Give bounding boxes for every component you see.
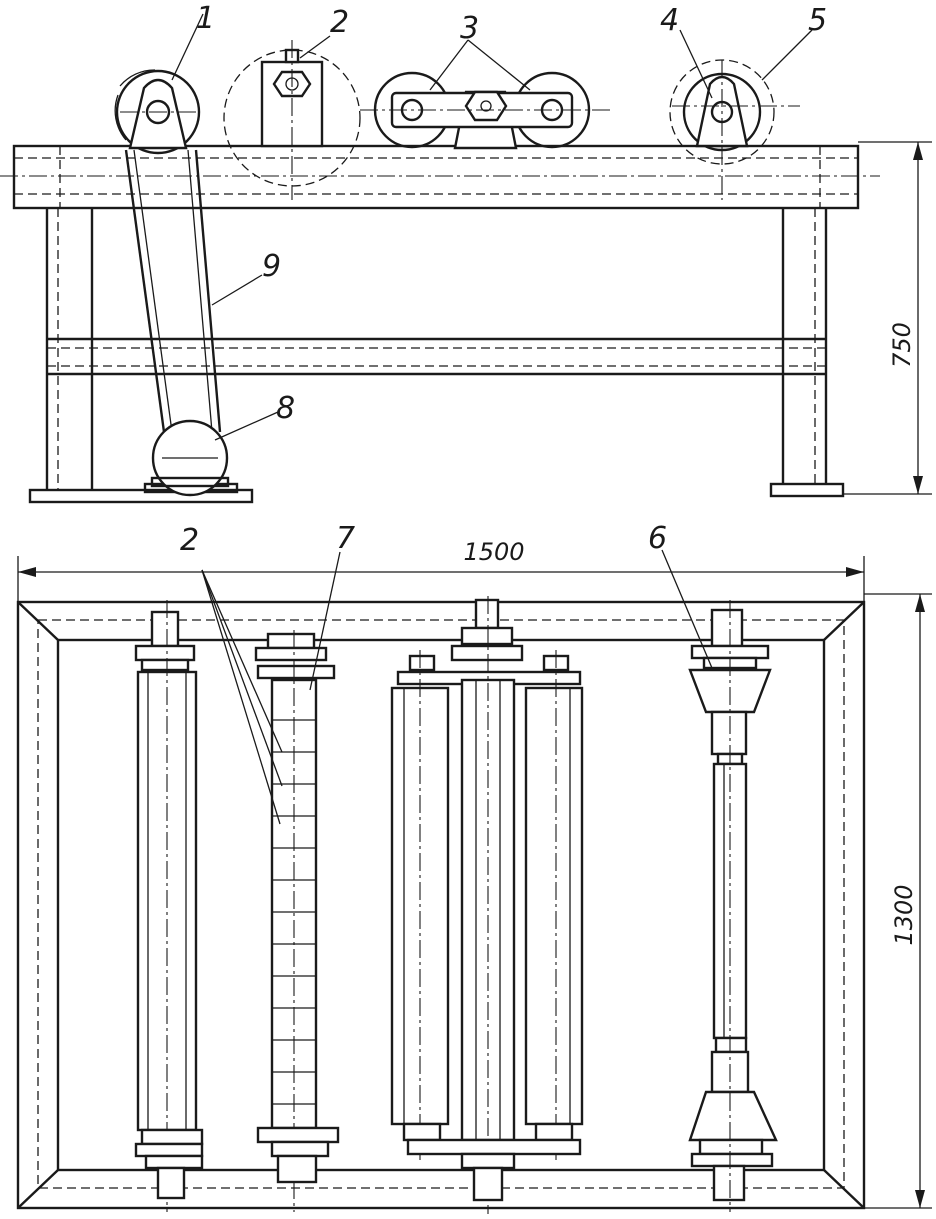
roller-6-plan bbox=[688, 600, 778, 1212]
dimension-width bbox=[17, 556, 865, 602]
label-part-2: 2 bbox=[330, 5, 349, 40]
rollers-3-plan bbox=[390, 596, 584, 1214]
roller-1-plan bbox=[134, 600, 204, 1212]
dimension-height bbox=[843, 141, 932, 495]
dimension-depth-label: 1300 bbox=[890, 884, 918, 945]
label-part-2-plan: 2 bbox=[180, 523, 199, 558]
elevation-view: 1 2 3 4 5 9 8 750 bbox=[0, 1, 932, 504]
motor-pulley-8 bbox=[150, 419, 230, 497]
roller-2-elevation bbox=[223, 40, 361, 200]
drive-belt-9 bbox=[124, 149, 222, 433]
dimension-height-label: 750 bbox=[888, 322, 916, 368]
label-part-9: 9 bbox=[262, 249, 281, 284]
roller-4-5-elevation bbox=[669, 59, 800, 200]
elevation-leaders bbox=[171, 13, 813, 441]
frame-cross-beam bbox=[47, 337, 826, 376]
plan-leaders bbox=[201, 549, 713, 825]
roller-1-elevation bbox=[114, 69, 201, 155]
plan-view: 2 7 6 1500 1300 bbox=[16, 521, 932, 1214]
dimension-width-label: 1500 bbox=[463, 538, 524, 566]
label-part-3: 3 bbox=[460, 11, 479, 46]
table-top-beam bbox=[0, 144, 880, 210]
label-part-5: 5 bbox=[808, 3, 827, 38]
label-part-4: 4 bbox=[660, 3, 679, 38]
rollers-3-elevation bbox=[360, 71, 610, 150]
knife-roller-7-plan bbox=[254, 630, 340, 1212]
label-part-8: 8 bbox=[276, 391, 295, 426]
plan-frame bbox=[16, 600, 866, 1210]
label-part-7: 7 bbox=[336, 521, 355, 556]
label-part-1: 1 bbox=[196, 1, 215, 36]
dimension-depth bbox=[864, 593, 932, 1209]
frame-legs bbox=[45, 208, 828, 490]
label-part-6: 6 bbox=[648, 521, 667, 556]
